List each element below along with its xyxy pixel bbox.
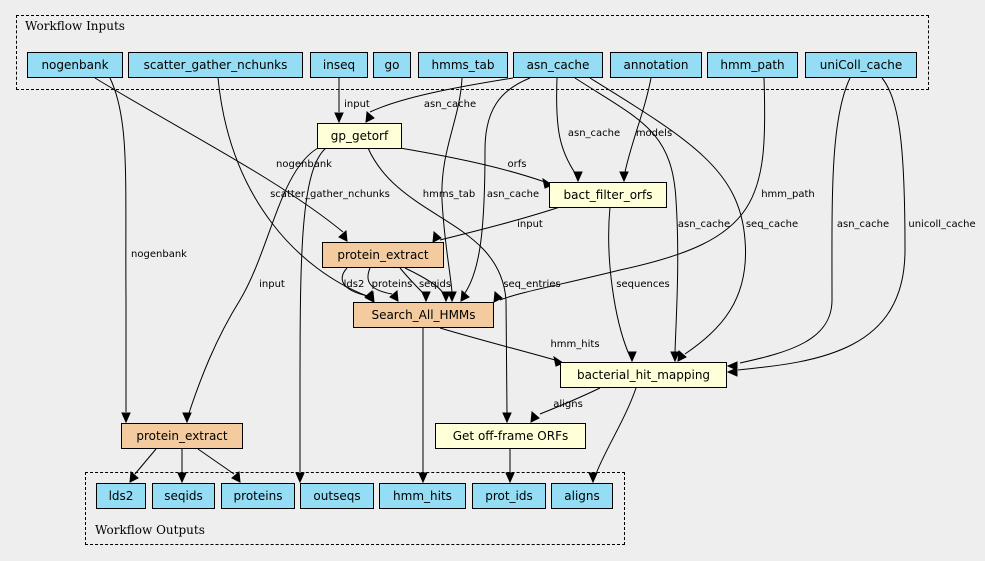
edge-gp-pe2 <box>188 147 319 414</box>
input-node-annotation[interactable]: annotation <box>610 52 702 78</box>
input-node-scatter-gather-nchunks[interactable]: scatter_gather_nchunks <box>128 52 303 78</box>
edge-bhm-offframe-arrowhead <box>530 410 540 423</box>
edge-asn-bfo <box>556 77 576 174</box>
edge-pe1-search-lds2-arrowhead <box>365 290 375 303</box>
edge-pe1-search-proteins-arrowhead <box>389 289 399 302</box>
edge-pe1-search-proteins <box>367 267 393 295</box>
edge-hmmpath-search-arrowhead <box>493 290 503 303</box>
output-node-aligns[interactable]: aligns <box>551 483 613 509</box>
edge-bhm-aligns-arrowhead <box>588 472 598 484</box>
input-node-go[interactable]: go <box>373 52 411 78</box>
input-node-inseq[interactable]: inseq <box>310 52 368 78</box>
edge-asn-bhm1-arrowhead <box>670 351 680 363</box>
subworkflow-node-protein-extract-2[interactable]: protein_extract <box>121 423 243 449</box>
edge-nogen-pe1-arrowhead <box>338 229 348 242</box>
edge-asn-bhm2 <box>589 77 747 355</box>
edge-unicoll-bhm-asn-arrowhead <box>726 361 738 371</box>
input-node-unicoll-cache[interactable]: uniColl_cache <box>805 52 917 78</box>
edge-hmmpath-search <box>499 77 766 301</box>
workflow-inputs-cluster <box>16 15 929 90</box>
edge-pe2-lds2 <box>134 448 157 475</box>
edge-nogen-pe1 <box>94 77 344 233</box>
edge-annot-bfo-arrowhead <box>619 171 629 183</box>
workflow-outputs-title: Workflow Outputs <box>95 523 205 537</box>
edge-unicoll-bhm-asn <box>739 77 851 364</box>
edge-gp-outseqs <box>299 147 327 472</box>
input-node-nogenbank[interactable]: nogenbank <box>27 52 123 78</box>
input-node-asn-cache[interactable]: asn_cache <box>513 52 603 78</box>
edge-gp-pe2-arrowhead <box>182 412 192 424</box>
edge-offframe-protids-arrowhead <box>505 472 515 484</box>
workflow-outputs-cluster <box>85 472 625 545</box>
input-node-hmms-tab[interactable]: hmms_tab <box>418 52 508 78</box>
edge-nogen-pe2-arrowhead <box>121 412 131 424</box>
edge-unicoll-bhm-arrowhead <box>726 367 738 377</box>
output-node-prot-ids[interactable]: prot_ids <box>472 483 546 509</box>
output-node-hmm-hits[interactable]: hmm_hits <box>379 483 466 509</box>
subworkflow-node-search-all-hmms[interactable]: Search_All_HMMs <box>353 302 494 328</box>
input-node-hmm-path[interactable]: hmm_path <box>707 52 798 78</box>
step-node-bact-filter-orfs[interactable]: bact_filter_orfs <box>549 182 667 208</box>
edge-bhm-offframe <box>539 387 601 415</box>
edge-inseq-gp-arrowhead <box>334 112 344 124</box>
subworkflow-node-protein-extract[interactable]: protein_extract <box>322 242 444 268</box>
edge-bfo-pe1 <box>439 206 561 241</box>
edge-gp-outseqs-arrowhead <box>295 472 305 484</box>
edge-pe1-search-4-arrowhead <box>441 291 451 303</box>
step-node-gp-getorf[interactable]: gp_getorf <box>317 123 402 149</box>
edge-pe2-proteins-arrowhead <box>231 470 241 483</box>
edge-gp-bfo <box>399 147 546 183</box>
edge-asn-bhm1 <box>574 77 679 353</box>
edge-bhm-aligns <box>595 387 637 475</box>
edge-pe2-seqids-arrowhead <box>177 472 187 484</box>
edge-bfo-bhm <box>608 206 629 353</box>
edge-hmmstab-search <box>441 77 463 293</box>
edge-unicoll-bhm <box>737 77 906 371</box>
output-node-proteins[interactable]: proteins <box>221 483 295 509</box>
step-node-bacterial-hit-mapping[interactable]: bacterial_hit_mapping <box>560 362 727 388</box>
edge-pe1-search-seqids-arrowhead <box>421 291 431 303</box>
edge-search-bhm <box>439 327 556 361</box>
edge-search-hmmhits-arrowhead <box>418 472 428 484</box>
edge-gp-offframe <box>367 147 508 415</box>
edge-asn-bhm2-arrowhead <box>677 349 687 362</box>
edge-asn-search <box>464 77 531 294</box>
edge-bfo-bhm-arrowhead <box>627 351 637 363</box>
edge-scatter-search <box>217 77 368 297</box>
output-node-seqids[interactable]: seqids <box>152 483 215 509</box>
edge-asn-search-arrowhead <box>460 289 470 302</box>
edge-asn-gp-arrowhead <box>365 110 375 123</box>
edge-hmmstab-search-arrowhead <box>447 291 457 303</box>
edge-pe2-lds2-arrowhead <box>129 470 139 483</box>
output-node-lds2[interactable]: lds2 <box>96 483 146 509</box>
edge-bfo-pe1-arrowhead <box>432 230 442 243</box>
edge-asn-gp <box>369 77 514 113</box>
step-node-get-offframe-orfs[interactable]: Get off-frame ORFs <box>435 423 586 449</box>
workflow-inputs-title: Workflow Inputs <box>25 19 125 33</box>
output-node-outseqs[interactable]: outseqs <box>300 483 374 509</box>
edge-pe2-proteins <box>197 448 235 475</box>
edge-annot-bfo <box>624 77 652 173</box>
edge-asn-bfo-arrowhead <box>573 171 583 183</box>
edge-pe1-search-lds2 <box>341 267 369 297</box>
edge-gp-offframe-arrowhead <box>502 412 512 424</box>
edge-nogen-pe2 <box>109 77 127 412</box>
